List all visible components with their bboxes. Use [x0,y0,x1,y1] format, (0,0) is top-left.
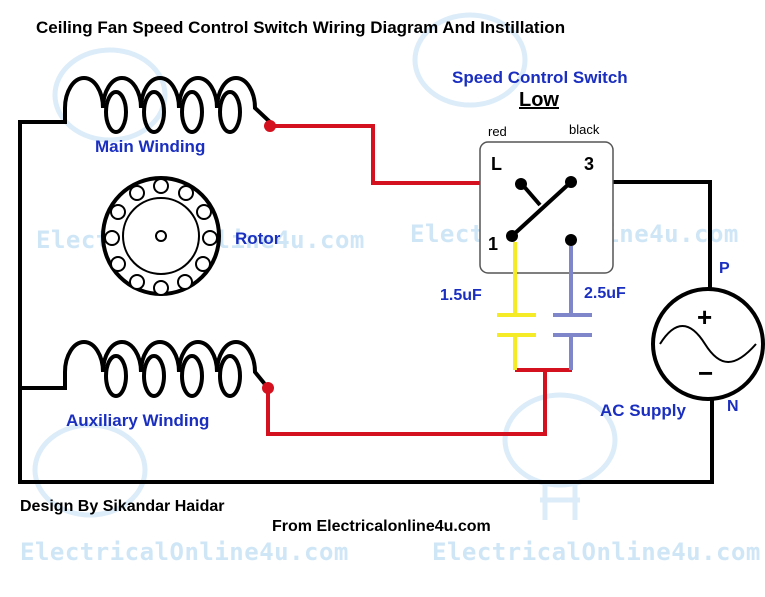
supply-minus-label: − [698,358,714,388]
aux-winding-terminal [262,382,274,394]
auxiliary-winding-loops [104,354,242,398]
terminal-1-dot [506,230,518,242]
design-credit: Design By Sikandar Haidar [20,498,225,515]
watermark-text: ElectricalOnline4u.com [20,538,349,566]
terminal-l-dot [515,178,527,190]
capacitor-large [553,246,592,370]
red-terminals [262,120,276,394]
wire-red-label: red [488,124,507,139]
page-title: Ceiling Fan Speed Control Switch Wiring … [36,18,566,37]
bulb-watermark-shape [502,392,618,488]
watermark-bottom-left: ElectricalOnline4u.com [20,538,349,566]
bulb-watermark-shape [32,422,148,518]
switch-terminals [506,176,577,246]
switch-arm-3-to-1 [510,180,573,238]
watermark-text: ElectricalOnline4u.com [432,538,761,566]
supply-n-label: N [727,398,739,415]
bulb-watermarks [32,12,618,520]
black-wires [18,120,714,484]
ac-supply-icon [651,287,765,401]
rotor-icon [101,176,221,296]
main-winding-coil [63,76,272,126]
wire-switch-3-to-phase [569,180,712,292]
terminal-3-dot [565,176,577,188]
cap-large-label: 2.5uF [584,285,626,302]
speed-setting-label: Low [519,89,559,111]
wire-main-to-switch-l [270,124,520,185]
bulb-watermark-shape [52,47,168,143]
main-winding-loops [104,90,242,134]
terminal-2-dot [565,234,577,246]
auxiliary-winding-label: Auxiliary Winding [66,411,210,430]
source-credit: From Electricalonline4u.com [272,518,491,535]
main-winding-terminal [264,120,276,132]
bulb-watermark-shape [412,12,528,108]
watermark-bottom-right: ElectricalOnline4u.com [432,538,761,566]
ac-supply-label: AC Supply [600,401,686,420]
terminal-1-label: 1 [488,234,499,254]
terminal-l-label: L [491,154,502,174]
auxiliary-winding-coil [63,340,270,390]
wire-main-to-neutral [18,120,714,484]
red-wires [266,124,572,436]
main-winding-label: Main Winding [95,137,206,156]
supply-p-label: P [719,260,730,277]
bulb-watermark-base [540,480,580,520]
cap-small-label: 1.5uF [440,287,482,304]
capacitor-small [497,242,536,370]
supply-plus-label: + [697,302,713,332]
speed-control-switch-label: Speed Control Switch [452,68,628,87]
wire-aux-to-capacitors [266,370,547,436]
terminal-3-label: 3 [584,154,595,174]
wire-black-label: black [569,122,600,137]
rotor-label: Rotor [235,229,281,248]
